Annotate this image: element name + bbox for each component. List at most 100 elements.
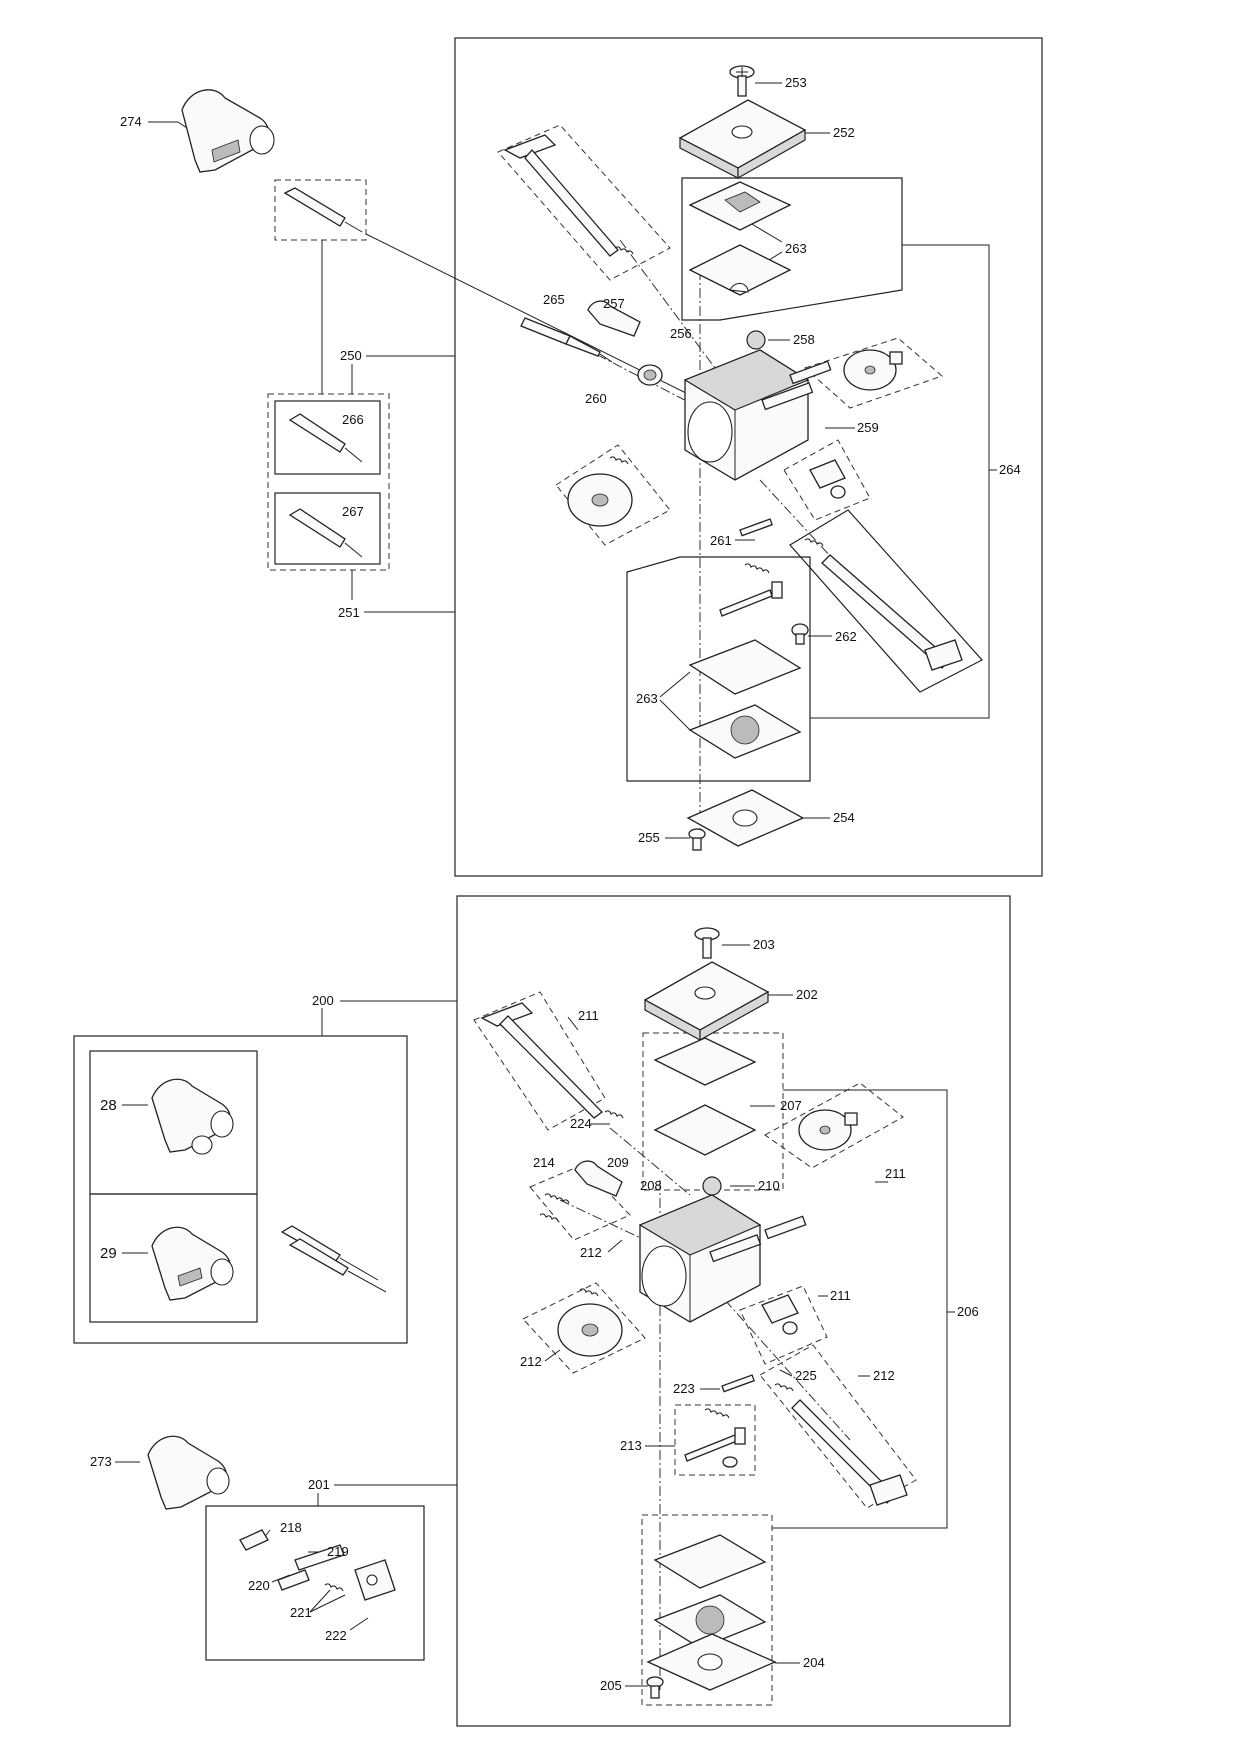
- label-213: 213: [620, 1438, 642, 1453]
- screw-214-dashed-box: [529, 1164, 631, 1241]
- throttle-lever-upper-part: [503, 134, 634, 257]
- carburetor-body-lower-part: [638, 1194, 807, 1323]
- upper-pump-dashed-box: [804, 337, 943, 409]
- shaft-212-part: [774, 1383, 908, 1506]
- plug-screw-upper-right-part: [809, 459, 846, 499]
- screw-253-part: [729, 65, 755, 97]
- leader-211a: [567, 1016, 579, 1031]
- label-214: 214: [533, 1155, 555, 1170]
- valve-212-dashed-box: [522, 1282, 646, 1374]
- gasket-263-upper-part: [688, 181, 792, 296]
- leader-206: [772, 1089, 948, 1529]
- label-258: 258: [793, 332, 815, 347]
- label-263-upper: 263: [785, 241, 807, 256]
- label-261: 261: [710, 533, 732, 548]
- leader-264: [810, 244, 990, 719]
- plug-209-part: [574, 1160, 623, 1197]
- label-263-lower: 263: [636, 691, 658, 706]
- label-266: 266: [342, 412, 364, 427]
- adjusting-kit-box: [205, 1505, 425, 1661]
- adapter-29-box: [89, 1193, 258, 1323]
- leader-212b: [544, 1349, 561, 1362]
- label-259: 259: [857, 420, 879, 435]
- pin-223-part: [721, 1374, 755, 1393]
- label-260: 260: [585, 391, 607, 406]
- label-203: 203: [753, 937, 775, 952]
- label-265: 265: [543, 292, 565, 307]
- upper-gasket-kit-box: [681, 177, 903, 321]
- needle-valve-upper-part: [719, 563, 783, 617]
- label-28: 28: [100, 1097, 117, 1114]
- valve-212-part: [557, 1288, 623, 1357]
- label-253: 253: [785, 75, 807, 90]
- label-251: 251: [338, 605, 360, 620]
- label-211-plug: 211: [830, 1288, 851, 1303]
- needle-267-part: [288, 508, 363, 558]
- label-254: 254: [833, 810, 855, 825]
- needle-267-box: [274, 492, 381, 565]
- adapter-274-part: [181, 89, 275, 173]
- label-201: 201: [308, 1477, 330, 1492]
- axis-lower-diag-1: [609, 1127, 691, 1196]
- label-208: 208: [640, 1178, 662, 1193]
- adapter-kit-box: [73, 1035, 408, 1344]
- shaft-212-dashed-box: [759, 1344, 917, 1509]
- label-273: 273: [90, 1454, 112, 1469]
- screw-214-part: [539, 1193, 570, 1222]
- label-223: 223: [673, 1381, 695, 1396]
- adapter-29-part: [151, 1226, 234, 1301]
- screw-203-part: [694, 927, 720, 959]
- leader-221-2: [309, 1594, 346, 1613]
- lever-211-part: [480, 1002, 624, 1119]
- label-211-pump: 211: [885, 1166, 906, 1181]
- plug-257-part: [587, 300, 641, 337]
- lower-gasket-kit-box: [626, 556, 811, 782]
- label-212-body: 212: [580, 1245, 602, 1260]
- pump-diaphragm-259-part: [843, 349, 903, 391]
- cover-202-part: [643, 961, 770, 1042]
- label-255: 255: [638, 830, 660, 845]
- axis-lower-diag-3: [724, 1299, 851, 1441]
- adapter-273-part: [147, 1435, 230, 1510]
- adjusting-needle-dashed-box: [274, 179, 367, 241]
- choke-shaft-upper-part: [804, 538, 963, 671]
- plug-211-part: [761, 1294, 799, 1335]
- label-212-valve: 212: [520, 1354, 542, 1369]
- pin-261-part: [739, 518, 773, 537]
- upper-lever-dashed-box: [497, 124, 671, 281]
- label-274: 274: [120, 114, 142, 129]
- valve-256-part: [637, 364, 663, 386]
- label-225: 225: [795, 1368, 817, 1383]
- needle-valve-213-part: [684, 1408, 746, 1468]
- label-262: 262: [835, 629, 857, 644]
- leader-263b-1: [659, 671, 691, 698]
- cover-254-part: [686, 789, 805, 847]
- needle-valve-213-dashed-box: [674, 1404, 756, 1476]
- pump-211-dashed-box: [764, 1082, 904, 1169]
- plug-211-dashed-box: [739, 1285, 828, 1365]
- needle-upper-box-part: [283, 187, 363, 233]
- carburetor-body-upper-part: [683, 349, 832, 481]
- label-205: 205: [600, 1678, 622, 1693]
- label-29: 29: [100, 1245, 117, 1262]
- cover-204-part: [646, 1633, 777, 1691]
- leader-263b-2: [659, 699, 691, 731]
- adjusting-kit-parts: [239, 1529, 396, 1601]
- label-257: 257: [603, 296, 625, 311]
- lower-assembly-frame: [456, 895, 1011, 1727]
- lever-211-dashed-box: [473, 991, 606, 1131]
- needle-265-part: [520, 317, 613, 363]
- label-200: 200: [312, 993, 334, 1008]
- label-252: 252: [833, 125, 855, 140]
- label-207: 207: [780, 1098, 802, 1113]
- needle-266-part: [288, 413, 363, 463]
- label-224: 224: [570, 1116, 592, 1131]
- label-256: 256: [670, 326, 692, 341]
- screw-255-part: [688, 828, 706, 851]
- label-218: 218: [280, 1520, 302, 1535]
- label-202: 202: [796, 987, 818, 1002]
- upper-assembly-frame: [454, 37, 1043, 877]
- diaphragm-lower-part: [653, 1534, 767, 1649]
